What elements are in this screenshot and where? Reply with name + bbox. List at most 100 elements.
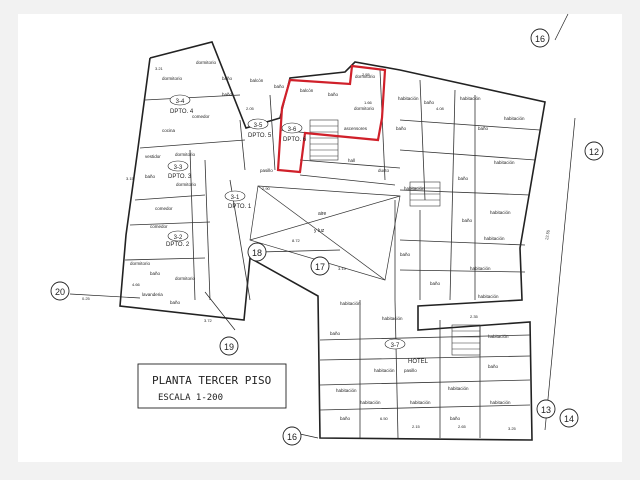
- room-label: habitación: [360, 400, 381, 405]
- unit-tag: 3-1: [224, 190, 246, 202]
- light-well-label-2: y luz: [314, 228, 325, 234]
- room-labels: dormitorio dormitorio baño baño comedor …: [130, 60, 525, 421]
- room-label: habitación: [336, 388, 357, 393]
- room-label: dormitorio: [175, 276, 196, 281]
- room-label: baño: [462, 218, 473, 223]
- svg-text:19: 19: [224, 342, 234, 352]
- light-well: aire y luz: [249, 185, 401, 281]
- svg-text:3-3: 3-3: [174, 165, 183, 171]
- room-label: baño: [450, 416, 461, 421]
- unit-tag: 3-3: [167, 160, 189, 172]
- room-label: vestidor: [145, 154, 161, 159]
- grid-marker: 16: [530, 28, 550, 48]
- plan-scale: ESCALA 1-200: [158, 393, 223, 403]
- room-label: dormitorio: [354, 106, 375, 111]
- grid-markers: 16 12 20 18 17 19 16 13 14: [50, 28, 604, 446]
- dimension: 2.15: [412, 424, 421, 429]
- grid-marker: 18: [247, 242, 267, 262]
- dimension: 4.08: [436, 106, 445, 111]
- room-label: habitación: [340, 301, 361, 306]
- room-label: habitación: [478, 294, 499, 299]
- room-label: baño: [478, 126, 489, 131]
- room-label: baño: [340, 416, 351, 421]
- room-label: lavanderia: [142, 292, 163, 297]
- room-label: baño: [150, 271, 161, 276]
- dimension: 2.55: [362, 72, 371, 77]
- room-label: hall: [348, 158, 355, 163]
- room-label: dormitorio: [175, 152, 196, 157]
- light-well-label-1: aire: [318, 211, 327, 217]
- room-label: habitación: [484, 236, 505, 241]
- room-label: baño: [330, 331, 341, 336]
- unit-tag: 3-2: [167, 230, 189, 242]
- unit-tag: 3-4: [169, 94, 191, 106]
- room-label: dormitorio: [176, 182, 197, 187]
- dimension: 2.65: [458, 424, 467, 429]
- svg-text:18: 18: [252, 248, 262, 258]
- dimension: 2.90: [262, 186, 271, 191]
- unit-name: DPTO. 6: [283, 137, 307, 143]
- room-label: balcón: [300, 88, 314, 93]
- svg-text:3-7: 3-7: [391, 343, 400, 349]
- dimension: 3.15: [338, 266, 347, 271]
- room-label: dormitorio: [355, 74, 376, 79]
- svg-text:14: 14: [564, 414, 574, 424]
- room-label: comedor: [155, 206, 173, 211]
- room-label: habitación: [470, 266, 491, 271]
- unit-name: DPTO. 4: [170, 109, 194, 115]
- svg-text:12: 12: [589, 147, 599, 157]
- room-label: baño: [170, 300, 181, 305]
- room-label: pasillo: [404, 368, 417, 373]
- room-label: baño: [328, 92, 339, 97]
- room-label: cocina: [162, 128, 176, 133]
- room-label: pasillo: [260, 168, 273, 173]
- dimension: 6.50: [380, 416, 389, 421]
- room-label: dormitorio: [130, 261, 151, 266]
- room-label: baño: [424, 100, 435, 105]
- room-label: baño: [274, 84, 285, 89]
- room-label: baño: [222, 92, 233, 97]
- room-label: habitación: [460, 96, 481, 101]
- svg-text:13: 13: [541, 405, 551, 415]
- grid-marker: 12: [584, 141, 604, 161]
- room-label: baño: [396, 126, 407, 131]
- room-label: baño: [430, 281, 441, 286]
- svg-text:3-5: 3-5: [254, 123, 263, 129]
- dimension-labels: 3.21 2.05 2.55 1.66 22.55 8.72 3.15 2.90…: [82, 66, 551, 431]
- room-label: habitación: [410, 400, 431, 405]
- unit-tag: 3-7: [384, 338, 406, 350]
- svg-text:16: 16: [287, 432, 297, 442]
- room-label: habitación: [488, 334, 509, 339]
- dimension: 2.05: [246, 106, 255, 111]
- grid-marker: 16: [282, 426, 302, 446]
- svg-text:3-2: 3-2: [174, 235, 183, 241]
- unit-name: DPTO. 5: [248, 133, 272, 139]
- room-label: comedor: [150, 224, 168, 229]
- dimension: 1.66: [364, 100, 373, 105]
- room-label: dormitorio: [162, 76, 183, 81]
- unit-name: DPTO. 1: [228, 204, 252, 210]
- unit-name: HOTEL: [408, 359, 429, 365]
- title-frame: [137, 363, 287, 409]
- room-label: baño: [400, 252, 411, 257]
- dimension: 4.66: [132, 282, 141, 287]
- title-block: PLANTA TERCER PISO ESCALA 1-200: [137, 363, 287, 409]
- room-label: baño: [488, 364, 499, 369]
- room-label: balcón: [250, 78, 264, 83]
- svg-text:16: 16: [535, 34, 545, 44]
- room-label: dormitorio: [196, 60, 217, 65]
- grid-lines: [69, 13, 576, 439]
- room-label: habitación: [494, 160, 515, 165]
- grid-marker: 14: [559, 408, 579, 428]
- grid-marker: 17: [310, 256, 330, 276]
- dimension: 8.72: [292, 238, 301, 243]
- grid-marker: 20: [50, 281, 70, 301]
- unit-name: DPTO. 3: [168, 174, 192, 180]
- unit-tag: 3-6: [281, 122, 303, 134]
- dimension: 3.21: [155, 66, 164, 71]
- svg-text:17: 17: [315, 262, 325, 272]
- dimension: 2.35: [470, 314, 479, 319]
- room-label: habitación: [382, 316, 403, 321]
- room-label: habitación: [490, 210, 511, 215]
